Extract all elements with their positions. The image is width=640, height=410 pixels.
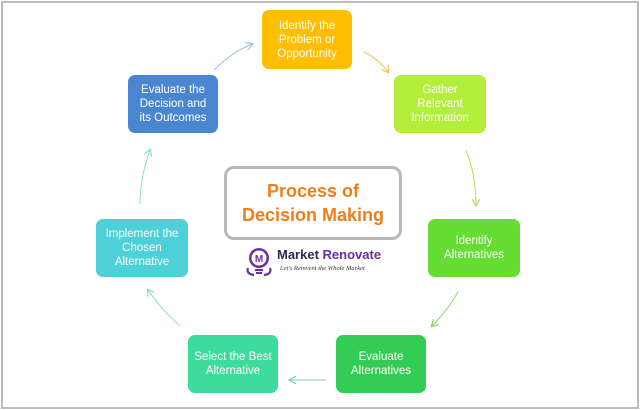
svg-text:M: M (255, 254, 263, 265)
arrow-select-to-implement (148, 290, 181, 327)
step-label: Evaluate Alternatives (350, 351, 412, 377)
lightbulb-logo-icon: M (246, 248, 272, 277)
logo-tagline: Let's Reinvent the Whole Market (280, 265, 365, 272)
arrow-problem-to-gather (363, 51, 388, 72)
arrow-implement-to-evaluate (139, 150, 150, 205)
step-label: Select the Best Alternative (194, 351, 272, 377)
step-select-best: Select the Best Alternative (188, 335, 278, 393)
step-identify-problem: Identify the Problem or Opportunity (262, 10, 352, 69)
title-line-1: Process of (266, 181, 360, 201)
diagram-title: Process of Decision Making (224, 166, 402, 240)
arrow-identify-to-evaluate (432, 291, 459, 326)
step-evaluate-alternatives: Evaluate Alternatives (336, 335, 426, 393)
step-label: Implement the Chosen Alternative (105, 228, 179, 268)
logo-name-part1: Market (277, 247, 319, 262)
arrow-evaluate-to-problem (213, 44, 252, 71)
step-label: Gather Relevant Information (411, 84, 469, 124)
logo-name-part2: Renovate (322, 247, 382, 262)
step-gather-information: Gather Relevant Information (394, 75, 486, 133)
step-label: Identify the Problem or Opportunity (277, 19, 337, 60)
logo-wordmark: Market Renovate (277, 247, 381, 262)
step-identify-alternatives: Identify Alternatives (428, 219, 520, 277)
market-renovate-logo: M Market Renovate Let's Reinvent the Who… (244, 244, 394, 278)
arrow-gather-to-identify (465, 149, 476, 205)
title-line-2: Decision Making (241, 205, 385, 225)
step-label: Evaluate the Decision and its Outcomes (139, 84, 207, 124)
step-evaluate-decision: Evaluate the Decision and its Outcomes (128, 75, 218, 133)
step-label: Identify Alternatives (443, 235, 505, 261)
step-implement: Implement the Chosen Alternative (96, 219, 188, 277)
